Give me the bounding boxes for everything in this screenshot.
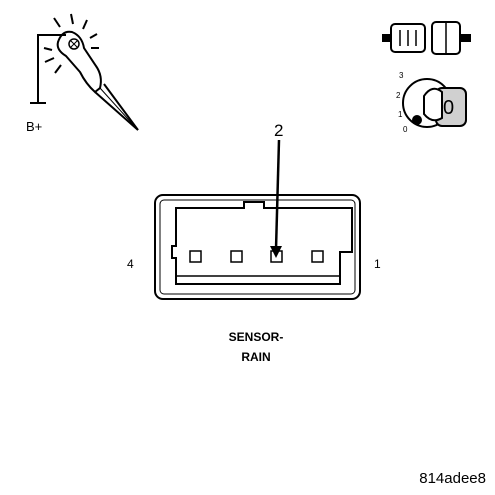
ignition-position-0: 0 [403,125,408,134]
ignition-position-1: 1 [398,110,403,119]
pin-cavity-4 [189,250,202,263]
test-light-icon [30,13,139,131]
pin-cavity-1 [311,250,324,263]
connector-name-line1: SENSOR- [229,330,284,344]
ignition-key-label: 0 [443,97,454,119]
ignition-position-3: 3 [399,71,404,80]
callout-arrow [270,139,282,258]
pin-label-left: 4 [127,257,134,271]
connector-name-line2: RAIN [241,350,270,364]
pin-cavity-2 [270,250,283,263]
pin-cavity-3 [230,250,243,263]
b-plus-label: B+ [26,119,42,134]
ignition-key-icon [402,78,467,128]
callout-number: 2 [274,121,283,140]
figure-id: 814adee8 [419,470,486,487]
disconnected-connector-icon [382,21,471,55]
ignition-position-2: 2 [396,91,401,100]
connector-face [154,194,361,300]
pin-label-right: 1 [374,257,381,271]
